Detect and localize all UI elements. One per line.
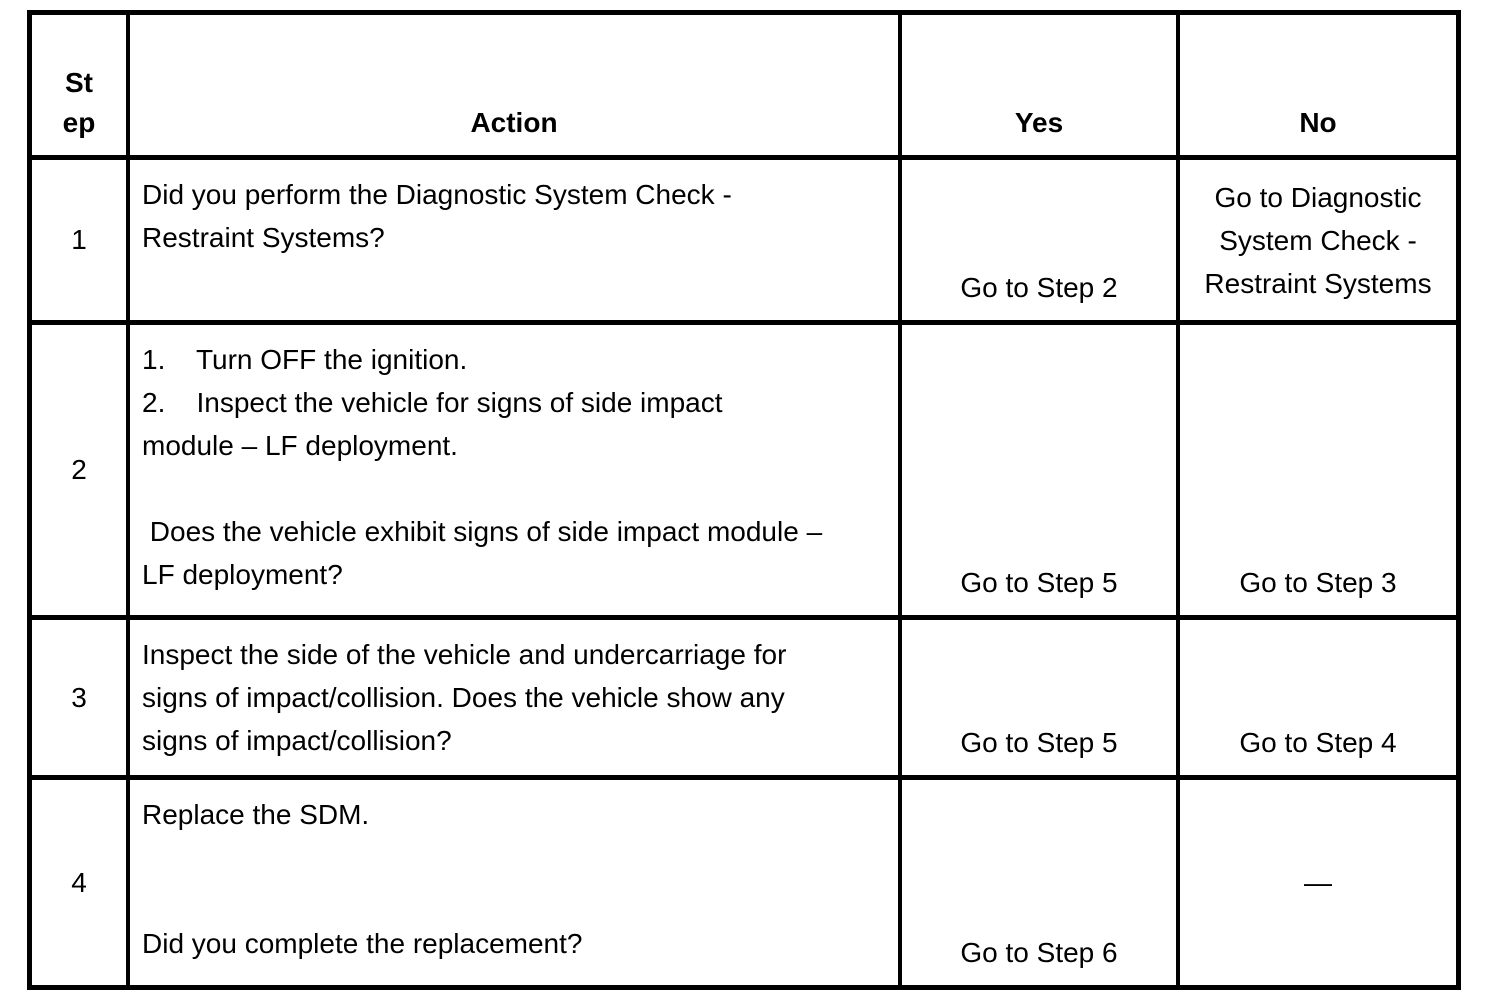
step-4-no: — [1180,780,1456,985]
step-2-number: 2 [32,325,126,615]
col-header-yes: Yes [902,15,1176,155]
step-3-no: Go to Step 4 [1180,620,1456,775]
col-header-action: Action [130,15,898,155]
step-1-action: Did you perform the Diagnostic System Ch… [130,160,898,320]
col-header-step: St ep [32,15,126,155]
step-3-yes: Go to Step 5 [902,620,1176,775]
step-1-yes: Go to Step 2 [902,160,1176,320]
step-2-yes: Go to Step 5 [902,325,1176,615]
diagnostic-table: St ep Action Yes No 1 Did you perform th… [27,10,1461,990]
step-1-number: 1 [32,160,126,320]
step-3-action: Inspect the side of the vehicle and unde… [130,620,898,775]
step-4-action: Replace the SDM. Did you complete the re… [130,780,898,985]
step-3-number: 3 [32,620,126,775]
step-2-no: Go to Step 3 [1180,325,1456,615]
step-4-number: 4 [32,780,126,985]
col-header-no: No [1180,15,1456,155]
step-4-yes: Go to Step 6 [902,780,1176,985]
step-2-action: 1. Turn OFF the ignition. 2. Inspect the… [130,325,898,615]
step-1-no: Go to Diagnostic System Check - Restrain… [1180,160,1456,320]
